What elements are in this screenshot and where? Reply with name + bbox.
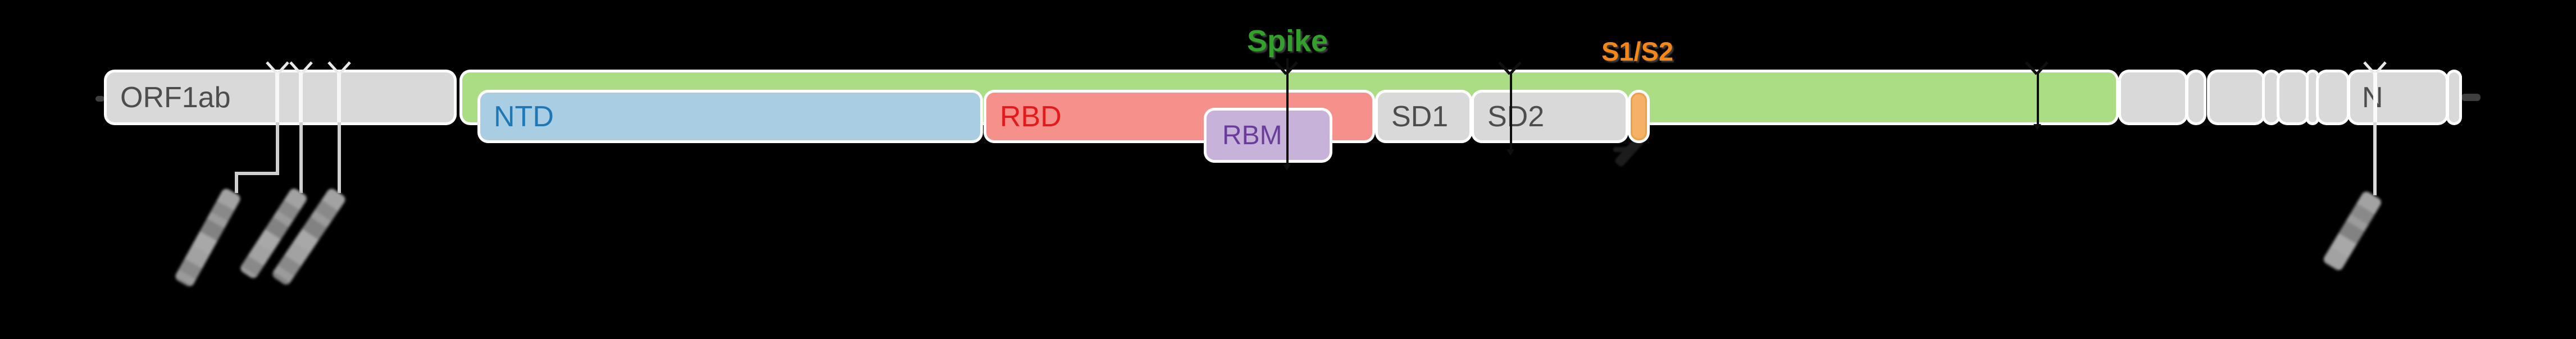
sd2-domain-box[interactable]: SD2: [1474, 93, 1626, 140]
gene-box[interactable]: [2319, 72, 2347, 122]
mutation-marker-line: [337, 72, 341, 122]
s1s2-annotation-label: S1/S2: [1601, 36, 1674, 66]
rbd-label: RBD: [1000, 100, 1062, 133]
mutation-connector: [276, 122, 279, 175]
mutation-connector: [235, 172, 279, 175]
ntd-domain-box[interactable]: NTD: [480, 93, 980, 140]
n-gene-box[interactable]: N: [2350, 72, 2446, 122]
mutation-marker-icon: [327, 61, 351, 75]
mutation-label-blob: [2322, 190, 2383, 272]
pin-foot-icon: [1283, 164, 1291, 171]
sd1-label: SD1: [1391, 100, 1449, 133]
genome-line-start: [95, 96, 104, 102]
orf1ab-gene-box[interactable]: ORF1ab: [107, 72, 454, 122]
mutation-connector: [2373, 122, 2377, 195]
gene-box[interactable]: [2279, 72, 2306, 122]
position-pin: [2037, 72, 2039, 125]
gene-box[interactable]: [2210, 72, 2263, 122]
ntd-label: NTD: [494, 100, 554, 133]
sd1-domain-box[interactable]: SD1: [1378, 93, 1469, 140]
mutation-marker-line: [275, 72, 279, 122]
mutation-marker-icon: [266, 61, 289, 75]
faint-mark: [1613, 147, 1633, 152]
pin-foot-icon: [2033, 124, 2041, 130]
spike-annotation-label: Spike: [1246, 24, 1328, 58]
mutation-marker-line: [2373, 72, 2377, 122]
genome-line-end: [2461, 94, 2481, 101]
mutation-connector: [235, 172, 238, 193]
mutation-label-blob: [174, 187, 242, 288]
n-label: N: [2362, 81, 2383, 114]
gene-box[interactable]: [2121, 72, 2185, 122]
s1s2-cleavage-site-box[interactable]: [1631, 93, 1647, 140]
mutation-connector: [299, 122, 303, 193]
pin-foot-icon: [1507, 149, 1514, 155]
gene-box[interactable]: [2449, 72, 2459, 122]
sd2-label: SD2: [1487, 100, 1545, 133]
mutation-connector: [338, 122, 341, 193]
position-pin: [1286, 58, 1289, 166]
rbm-label: RBM: [1222, 120, 1282, 150]
position-pin: [1510, 72, 1512, 150]
mutation-marker-line: [299, 72, 303, 122]
mutation-marker-icon: [2363, 61, 2387, 75]
gene-box[interactable]: [2309, 72, 2316, 122]
orf1ab-label: ORF1ab: [120, 81, 231, 114]
gene-box[interactable]: [2265, 72, 2278, 122]
mutation-marker-icon: [289, 61, 313, 75]
gene-box[interactable]: [2188, 72, 2204, 122]
rbm-domain-box[interactable]: RBM: [1207, 111, 1330, 160]
